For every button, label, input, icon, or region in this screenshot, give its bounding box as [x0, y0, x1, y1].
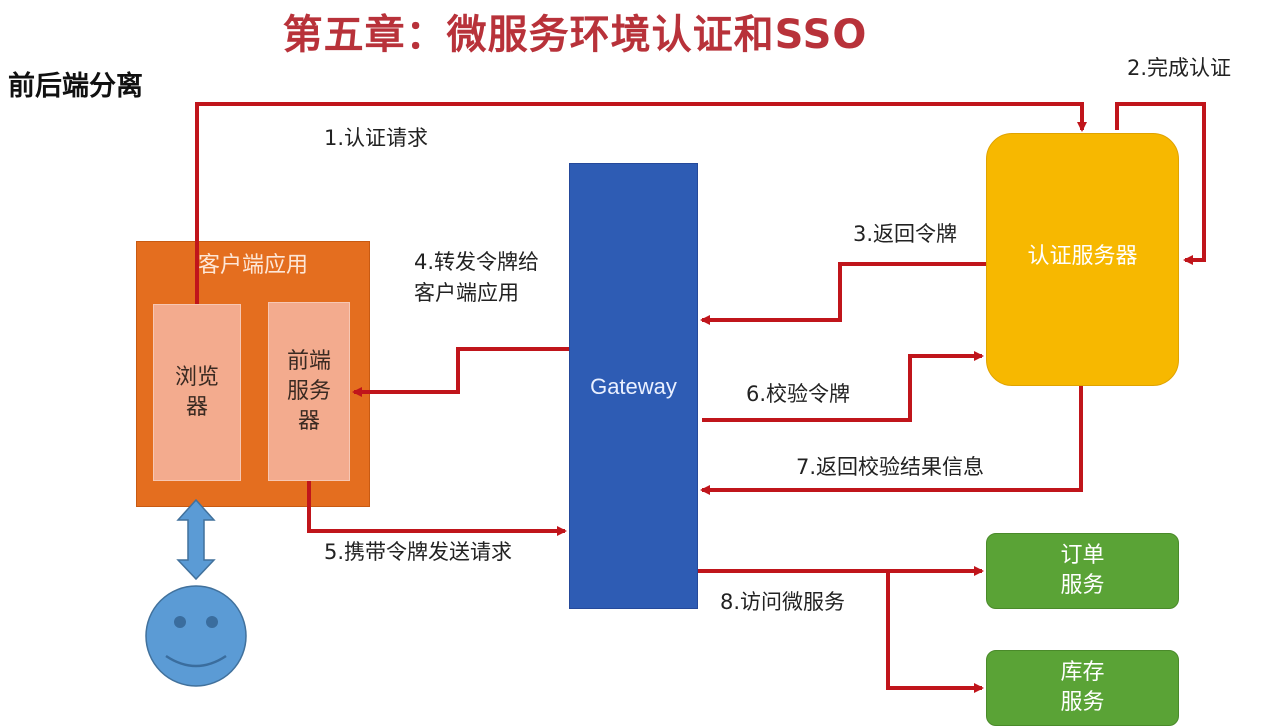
smiley-face-icon — [145, 585, 247, 687]
arrow-step4 — [352, 347, 569, 397]
arrow-step1 — [195, 102, 1087, 304]
browser-label: 浏览器 — [174, 364, 219, 420]
step3-label: 3.返回令牌 — [853, 222, 958, 246]
auth-server-box: 认证服务器 — [986, 133, 1179, 386]
order-service-label: 订单服务 — [1060, 543, 1105, 598]
inventory-service-label: 库存服务 — [1060, 660, 1105, 715]
frontend-server-label: 前端服务器 — [286, 348, 331, 434]
arrow-step7 — [700, 386, 1083, 495]
frontend-server-box: 前端服务器 — [268, 302, 350, 481]
arrow-step6 — [702, 351, 984, 422]
order-service-box: 订单服务 — [986, 533, 1179, 609]
arrow-step2 — [1115, 102, 1206, 265]
inventory-service-box: 库存服务 — [986, 650, 1179, 726]
step7-label: 7.返回校验结果信息 — [796, 455, 985, 479]
step4-label-line2: 客户端应用 — [414, 281, 519, 305]
gateway-box: Gateway — [569, 163, 698, 609]
page-subtitle: 前后端分离 — [8, 71, 143, 102]
client-app-label: 客户端应用 — [197, 253, 308, 278]
arrow-step8-inventory — [886, 571, 984, 693]
step2-label: 2.完成认证 — [1127, 56, 1232, 80]
step5-label: 5.携带令牌发送请求 — [324, 540, 513, 564]
arrow-step3 — [700, 262, 986, 325]
step1-label: 1.认证请求 — [324, 126, 429, 150]
auth-server-label: 认证服务器 — [1027, 243, 1138, 269]
step8-label: 8.访问微服务 — [720, 590, 846, 614]
browser-box: 浏览器 — [153, 304, 241, 481]
page-title: 第五章：微服务环境认证和SSO — [282, 12, 868, 58]
step6-label: 6.校验令牌 — [746, 382, 851, 406]
double-headed-arrow-icon — [176, 498, 216, 581]
step4-label-line1: 4.转发令牌给 — [414, 250, 540, 274]
gateway-label: Gateway — [590, 374, 677, 399]
arrow-step5 — [307, 481, 567, 536]
